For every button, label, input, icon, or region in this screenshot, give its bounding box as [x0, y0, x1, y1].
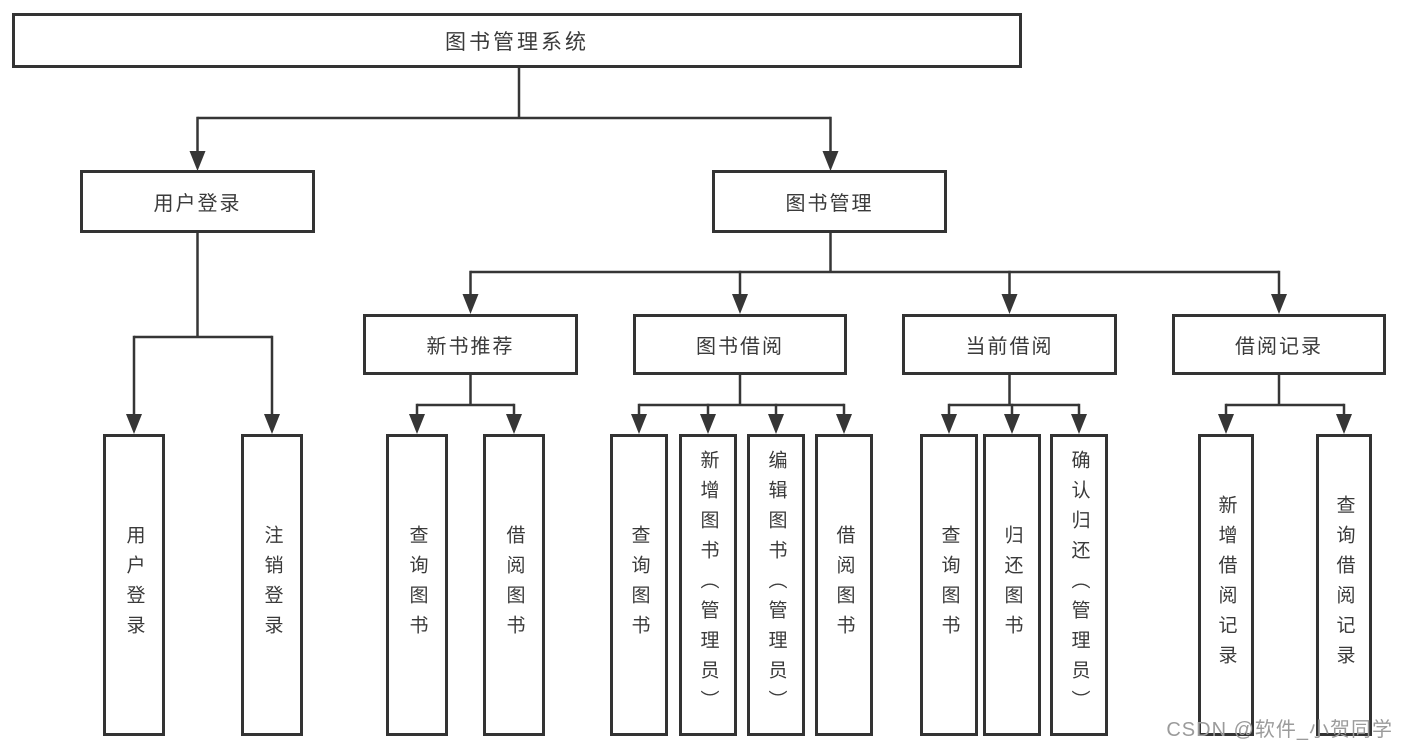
node-user-login-branch: 用户登录 [80, 170, 315, 233]
leaf-return-book: 归还图书 [983, 434, 1041, 736]
leaf-logout-label: 注销登录 [261, 525, 283, 645]
arrowhead-icons [126, 151, 1352, 434]
leaf-return-book-label: 归还图书 [1001, 525, 1023, 645]
node-book-management-branch: 图书管理 [712, 170, 947, 233]
node-book-borrow: 图书借阅 [633, 314, 847, 375]
leaf-query-borrow-record: 查询借阅记录 [1316, 434, 1372, 736]
node-book-management-branch-label: 图书管理 [785, 193, 874, 215]
leaf-borrow-book: 借阅图书 [815, 434, 873, 736]
node-current-borrow: 当前借阅 [902, 314, 1117, 375]
node-root-label: 图书管理系统 [445, 30, 589, 54]
leaf-logout: 注销登录 [241, 434, 303, 736]
leaf-confirm-return-admin: 确认归还（管理员） [1050, 434, 1108, 736]
leaf-borrow-book-recommend: 借阅图书 [483, 434, 545, 736]
leaf-query-book-borrow: 查询图书 [610, 434, 668, 736]
node-borrow-records: 借阅记录 [1172, 314, 1386, 375]
node-current-borrow-label: 当前借阅 [965, 336, 1054, 358]
leaf-query-book-recommend: 查询图书 [386, 434, 448, 736]
leaf-query-book-borrow-label: 查询图书 [628, 525, 650, 645]
leaf-borrow-book-recommend-label: 借阅图书 [503, 525, 525, 645]
node-user-login-branch-label: 用户登录 [153, 193, 242, 215]
node-book-borrow-label: 图书借阅 [696, 336, 784, 358]
leaf-edit-book-admin: 编辑图书（管理员） [747, 434, 805, 736]
leaf-edit-book-admin-label: 编辑图书（管理员） [765, 450, 787, 720]
leaf-borrow-book-label: 借阅图书 [833, 525, 855, 645]
watermark: CSDN @软件_小贺同学 [1166, 719, 1393, 741]
leaf-add-borrow-record: 新增借阅记录 [1198, 434, 1254, 736]
leaf-query-book-current-label: 查询图书 [938, 525, 960, 645]
leaf-user-login-label: 用户登录 [123, 525, 145, 645]
leaf-query-book-current: 查询图书 [920, 434, 978, 736]
leaf-query-borrow-record-label: 查询借阅记录 [1333, 495, 1355, 675]
node-root: 图书管理系统 [12, 13, 1022, 68]
node-new-book-recommend-label: 新书推荐 [426, 336, 515, 358]
node-borrow-records-label: 借阅记录 [1235, 336, 1323, 358]
leaf-add-borrow-record-label: 新增借阅记录 [1215, 495, 1237, 675]
leaf-add-book-admin-label: 新增图书（管理员） [697, 450, 719, 720]
node-new-book-recommend: 新书推荐 [363, 314, 578, 375]
leaf-add-book-admin: 新增图书（管理员） [679, 434, 737, 736]
leaf-query-book-recommend-label: 查询图书 [406, 525, 428, 645]
leaf-confirm-return-admin-label: 确认归还（管理员） [1068, 450, 1090, 720]
leaf-user-login: 用户登录 [103, 434, 165, 736]
